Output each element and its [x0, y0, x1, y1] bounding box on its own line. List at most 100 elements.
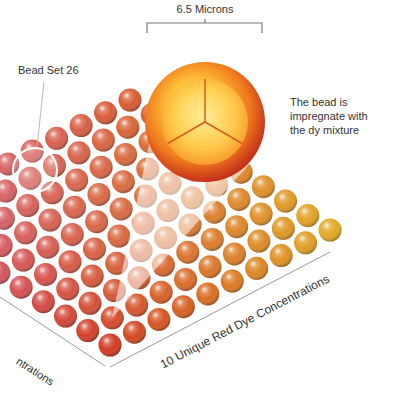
bead-shading	[45, 127, 68, 150]
bead	[99, 334, 122, 357]
bead-body	[65, 169, 88, 192]
bead-shading	[61, 223, 84, 246]
bead-shading	[112, 170, 135, 193]
bead-body	[112, 170, 135, 193]
bead	[94, 101, 117, 124]
cut-line	[204, 79, 206, 122]
bead	[101, 306, 124, 329]
bead	[10, 276, 33, 299]
bead	[90, 156, 113, 179]
bead	[54, 305, 77, 328]
bead	[76, 319, 99, 342]
bead-shading	[39, 209, 62, 232]
bead-shading	[247, 230, 270, 253]
bead	[45, 127, 68, 150]
bead	[83, 237, 106, 260]
bead-shading	[90, 156, 113, 179]
bead-body	[76, 319, 99, 342]
highlight-ring	[13, 148, 57, 192]
bead-body	[70, 114, 93, 137]
bead	[32, 290, 55, 313]
bead	[61, 223, 84, 246]
bead	[36, 236, 59, 259]
bead-body	[14, 221, 37, 244]
bead-body	[45, 127, 68, 150]
bead-body	[201, 228, 224, 251]
bead-shading	[0, 207, 15, 230]
bead-body	[63, 196, 86, 219]
bead	[39, 209, 62, 232]
bead-shading	[85, 210, 108, 233]
bead-shading	[272, 217, 295, 240]
bead-body	[123, 321, 146, 344]
bead	[123, 321, 146, 344]
bead-body	[116, 116, 139, 139]
bead-shading	[16, 194, 39, 217]
bead-body	[172, 295, 195, 318]
bead-body	[90, 156, 113, 179]
bead-shading	[101, 306, 124, 329]
bead-body	[79, 292, 102, 315]
bead-body	[272, 217, 295, 240]
bead	[223, 242, 246, 265]
bead-body	[0, 180, 17, 203]
bead	[67, 141, 90, 164]
bead	[92, 129, 115, 152]
bead-shading	[14, 221, 37, 244]
bead-shading	[250, 202, 273, 225]
bead-body	[59, 250, 82, 273]
leader-line	[37, 82, 44, 147]
bead-body	[87, 183, 110, 206]
bead-body	[250, 202, 273, 225]
bead	[56, 277, 79, 300]
bead-shading	[176, 241, 199, 264]
cut-line	[205, 122, 242, 144]
bead-core	[162, 79, 248, 165]
bead	[14, 221, 37, 244]
bead	[34, 263, 57, 286]
bead	[87, 183, 110, 206]
bead-shading	[0, 261, 10, 284]
bead	[227, 188, 250, 211]
axis-line	[0, 297, 105, 366]
bead-shading	[196, 282, 219, 305]
bead-body	[56, 277, 79, 300]
bead-shading	[59, 250, 82, 273]
bead-body	[245, 257, 268, 280]
bead	[116, 116, 139, 139]
bead	[294, 231, 317, 254]
bead-body	[221, 270, 244, 293]
bead-shading	[81, 265, 104, 288]
bead-shading	[83, 237, 106, 260]
bead	[319, 219, 342, 242]
bead-shading	[0, 234, 13, 257]
bead-body	[319, 219, 342, 242]
bead-body	[176, 241, 199, 264]
bead	[65, 169, 88, 192]
bead-shading	[223, 242, 246, 265]
bead	[0, 207, 15, 230]
bead-shading	[270, 244, 293, 267]
bead-shading	[119, 89, 142, 112]
bead-shading	[274, 190, 297, 213]
bead-body	[39, 209, 62, 232]
bead-body	[54, 305, 77, 328]
bead-body	[223, 242, 246, 265]
bead-body	[67, 141, 90, 164]
bead-body	[99, 334, 122, 357]
bead	[0, 180, 17, 203]
bead	[245, 257, 268, 280]
bead-shading	[114, 143, 137, 166]
bead	[0, 261, 10, 284]
cut-line	[168, 122, 205, 144]
bead-body	[12, 249, 35, 272]
bead-shading	[174, 268, 197, 291]
bead-shading	[172, 295, 195, 318]
bead-shading	[63, 196, 86, 219]
bead-shading	[34, 263, 57, 286]
bead-body	[16, 194, 39, 217]
bead	[81, 265, 104, 288]
bead-sphere	[145, 62, 265, 182]
note-text: The bead is impregnate with the dy mixtu…	[290, 96, 370, 137]
bead	[272, 217, 295, 240]
